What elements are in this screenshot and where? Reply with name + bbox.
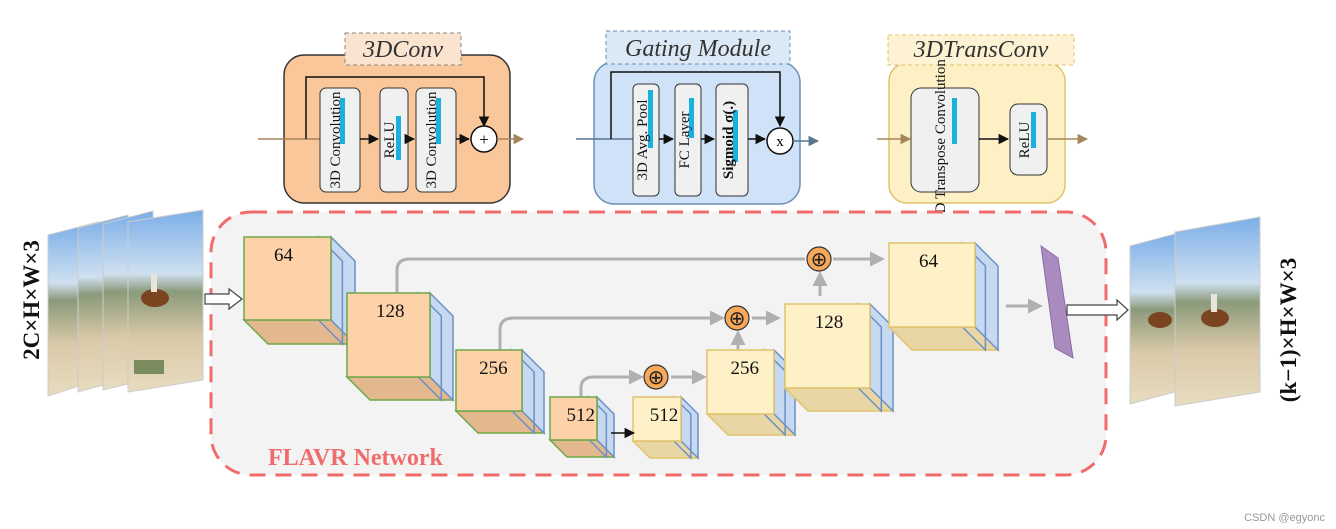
decoder-block-128: 128 bbox=[783, 302, 895, 413]
decoder-block-512-front-face bbox=[632, 396, 682, 442]
add-node-2: ⊕ bbox=[729, 306, 746, 330]
gating-block-1: 3D Avg. Pool bbox=[635, 100, 651, 181]
decoder-block-64: 64 bbox=[887, 241, 1000, 352]
encoder-block-256-label: 256 bbox=[479, 358, 508, 379]
transconv-block-2: ReLU bbox=[1017, 122, 1033, 159]
decoder-block-64-front-face bbox=[888, 242, 976, 328]
decoder-block-256-front-face bbox=[706, 349, 775, 415]
conv3d-block-2: ReLU bbox=[382, 122, 398, 159]
encoder-block-64-label: 64 bbox=[274, 245, 294, 266]
output-dims-label: (k−1)×H×W×3 bbox=[1276, 258, 1301, 402]
gating-module: Gating Module 3D Avg. Pool FC Layer Sigm… bbox=[576, 30, 820, 205]
decoder-block-128-front-face bbox=[784, 303, 871, 389]
output-frames bbox=[1129, 216, 1261, 407]
encoder-block-512: 512 bbox=[548, 395, 616, 459]
decoder-block-256-label: 256 bbox=[730, 358, 759, 379]
encoder-block-64-front-face bbox=[243, 236, 332, 321]
input-arrow bbox=[204, 287, 243, 311]
gating-block-3: Sigmoid σ(.) bbox=[721, 101, 737, 179]
encoder-block-64: 64 bbox=[242, 235, 357, 346]
decoder-block-256: 256 bbox=[705, 348, 797, 437]
output-arrow bbox=[1066, 298, 1129, 322]
transconv-block-1: 3D Transpose Convolution bbox=[933, 59, 949, 221]
input-dims-label: 2C×H×W×3 bbox=[19, 240, 44, 360]
decoder-block-64-label: 64 bbox=[919, 251, 939, 272]
network-label: FLAVR Network bbox=[268, 445, 444, 471]
network-layers: 64 128 256 512 512 256 128 64 bbox=[242, 235, 1000, 460]
decoder-block-512: 512 bbox=[631, 395, 700, 460]
gating-title: Gating Module bbox=[625, 36, 771, 62]
encoder-block-512-front-face bbox=[549, 396, 598, 441]
transconv-title: 3DTransConv bbox=[913, 37, 1049, 63]
decoder-block-128-label: 128 bbox=[815, 312, 844, 333]
encoder-block-256-front-face bbox=[455, 349, 523, 412]
encoder-block-128: 128 bbox=[345, 291, 455, 402]
skip-connections bbox=[395, 251, 1043, 398]
conv3d-block-1: 3D Convolution bbox=[328, 91, 344, 189]
gating-combine-symbol: x bbox=[776, 134, 784, 150]
watermark: CSDN @egyonc bbox=[1244, 512, 1325, 524]
conv3d-block-3: 3D Convolution bbox=[424, 91, 440, 189]
decoder-block-512-label: 512 bbox=[650, 405, 679, 426]
add-node-3: ⊕ bbox=[648, 365, 665, 389]
output-plane bbox=[1040, 244, 1074, 359]
encoder-block-512-label: 512 bbox=[566, 405, 595, 426]
encoder-block-256: 256 bbox=[454, 348, 546, 435]
skip-add-nodes: ⊕ ⊕ ⊕ bbox=[643, 246, 832, 390]
conv3d-module: 3DConv 3D Convolution ReLU 3D Convolutio… bbox=[258, 32, 525, 204]
encoder-block-128-front-face bbox=[346, 292, 431, 378]
conv3d-title: 3DConv bbox=[362, 37, 443, 63]
gating-block-2: FC Layer bbox=[677, 111, 693, 168]
add-node-1: ⊕ bbox=[811, 247, 828, 271]
conv3d-combine-symbol: + bbox=[479, 130, 489, 149]
input-frames bbox=[47, 209, 204, 397]
transconv-module: 3DTransConv 3D Transpose Convolution ReL… bbox=[877, 34, 1089, 221]
encoder-block-128-label: 128 bbox=[376, 301, 405, 322]
